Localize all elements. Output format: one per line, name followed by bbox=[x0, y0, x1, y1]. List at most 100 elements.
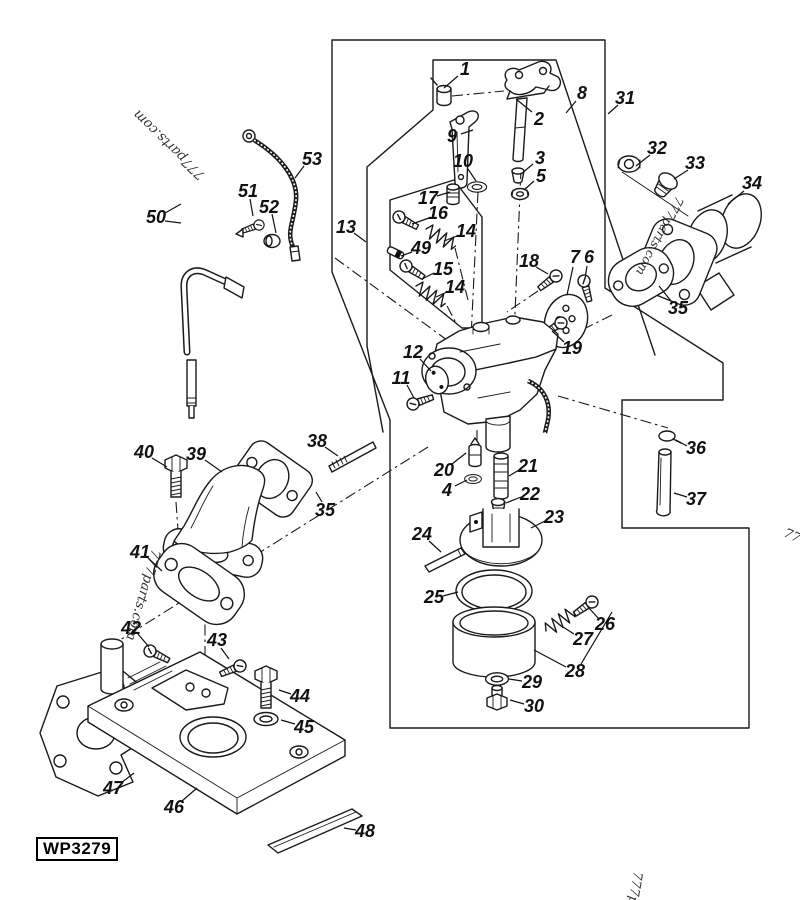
leader-line-44-46 bbox=[278, 689, 292, 695]
leader-line-35-24 bbox=[658, 285, 672, 302]
leader-line-30-38 bbox=[509, 699, 525, 705]
part-40-bolt bbox=[164, 454, 188, 498]
part-16-screw bbox=[390, 208, 421, 234]
leader-line-1-0 bbox=[443, 75, 459, 89]
callout-38-39: 38 bbox=[307, 431, 327, 451]
callout-36-25: 36 bbox=[686, 438, 707, 458]
part-42-screw bbox=[141, 642, 173, 667]
part-33-plug bbox=[654, 172, 678, 198]
part-5-nut bbox=[510, 187, 530, 201]
part-30-drain-bolt bbox=[486, 684, 508, 711]
part-12-plate bbox=[424, 365, 450, 395]
part-17-plug bbox=[446, 183, 460, 206]
leader-line-28-36 bbox=[580, 611, 613, 665]
part-49-pin bbox=[386, 246, 405, 260]
leader-line-16-9 bbox=[411, 217, 430, 225]
leader-line-24-32 bbox=[428, 540, 442, 553]
callout-47-48: 47 bbox=[102, 778, 124, 798]
part-4-oring bbox=[464, 473, 482, 485]
leader-line-7-16 bbox=[566, 266, 574, 296]
leader-line-38-39 bbox=[324, 446, 339, 457]
leader-line-12-19 bbox=[419, 358, 432, 372]
leader-line-49-11 bbox=[400, 251, 413, 257]
leader-line-35-42 bbox=[315, 491, 323, 503]
callout-20-27: 20 bbox=[433, 460, 454, 480]
leader-line-14-13 bbox=[435, 291, 448, 298]
leader-line-10-7 bbox=[467, 168, 477, 182]
part-3-cap bbox=[511, 167, 525, 184]
part-38-stud bbox=[328, 441, 377, 473]
callout-18-15: 18 bbox=[519, 251, 539, 271]
callout-41-43: 41 bbox=[129, 542, 150, 562]
leader-line-25-33 bbox=[442, 591, 459, 597]
leader-line-40-40 bbox=[151, 457, 168, 468]
part-11-screw bbox=[404, 390, 436, 413]
callout-1-0: 1 bbox=[460, 59, 470, 79]
callout-33-22: 33 bbox=[685, 153, 705, 173]
leader-line-18-15 bbox=[535, 266, 549, 275]
carburetor-body-drawing bbox=[421, 315, 559, 453]
callout-9-6: 9 bbox=[447, 126, 457, 146]
part-1-cap bbox=[430, 77, 452, 107]
part-51-tip bbox=[235, 228, 244, 238]
watermark-4: 777parts.com bbox=[614, 870, 644, 900]
callout-13-14: 13 bbox=[336, 217, 356, 237]
callout-52-53: 52 bbox=[259, 197, 279, 217]
watermark-3: 777parts.com bbox=[781, 526, 800, 577]
part-29-washer bbox=[484, 672, 510, 686]
callout-8-4: 8 bbox=[577, 83, 587, 103]
callout-21-29: 21 bbox=[517, 456, 538, 476]
callout-16-9: 16 bbox=[428, 203, 449, 223]
leader-line-20-27 bbox=[451, 452, 467, 465]
leader-line-37-26 bbox=[673, 492, 688, 498]
leader-line-39-41 bbox=[204, 459, 223, 473]
callout-4-28: 4 bbox=[441, 480, 452, 500]
callout-37-26: 37 bbox=[686, 489, 707, 509]
callout-27-35: 27 bbox=[572, 629, 594, 649]
leader-line-26-34 bbox=[588, 607, 599, 619]
callout-30-38: 30 bbox=[524, 696, 544, 716]
callout-44-46: 44 bbox=[289, 686, 310, 706]
callout-22-30: 22 bbox=[519, 484, 540, 504]
callout-25-33: 25 bbox=[423, 587, 445, 607]
callout-45-47: 45 bbox=[293, 717, 315, 737]
callout-39-41: 39 bbox=[186, 444, 206, 464]
leader-line-13-14 bbox=[353, 232, 367, 243]
leader-line-22-30 bbox=[505, 496, 522, 504]
callout-40-40: 40 bbox=[133, 442, 154, 462]
callout-10-7: 10 bbox=[453, 151, 473, 171]
leader-line-51-52 bbox=[249, 198, 254, 217]
callout-32-21: 32 bbox=[647, 138, 667, 158]
callout-23-31: 23 bbox=[543, 507, 564, 527]
leader-line-3-2 bbox=[520, 163, 534, 175]
leader-line-15-12 bbox=[421, 272, 435, 280]
part-14-spring-lower bbox=[411, 279, 450, 311]
callout-29-37: 29 bbox=[521, 672, 542, 692]
part-10-washer bbox=[466, 181, 488, 193]
callout-43-45: 43 bbox=[206, 630, 227, 650]
part-20-nozzle bbox=[468, 437, 482, 468]
leader-line-2-1 bbox=[515, 98, 533, 113]
callout-12-19: 12 bbox=[403, 342, 423, 362]
callout-46-49: 46 bbox=[163, 797, 185, 817]
leader-line-45-47 bbox=[280, 719, 296, 725]
part-53-cable bbox=[242, 129, 301, 262]
leader-line-50-51 bbox=[164, 203, 182, 214]
callout-34-23: 34 bbox=[742, 173, 762, 193]
leader-line-5-3 bbox=[523, 180, 535, 191]
callout-42-44: 42 bbox=[120, 618, 141, 638]
part-21-jet-holder bbox=[493, 452, 509, 500]
leader-line-32-21 bbox=[635, 154, 651, 167]
leader-line-47-48 bbox=[120, 772, 135, 784]
callout-48-50: 48 bbox=[354, 821, 375, 841]
leader-line-48-50 bbox=[343, 827, 357, 831]
part-18-screw bbox=[534, 266, 566, 295]
leader-line-11-20 bbox=[406, 384, 415, 399]
part-52-cap bbox=[263, 233, 281, 249]
callout-31-5: 31 bbox=[615, 88, 635, 108]
leader-line-21-29 bbox=[508, 469, 520, 477]
callout-5-3: 5 bbox=[536, 166, 547, 186]
part-50-breather-tube bbox=[180, 267, 245, 419]
callout-14-10: 14 bbox=[456, 221, 476, 241]
